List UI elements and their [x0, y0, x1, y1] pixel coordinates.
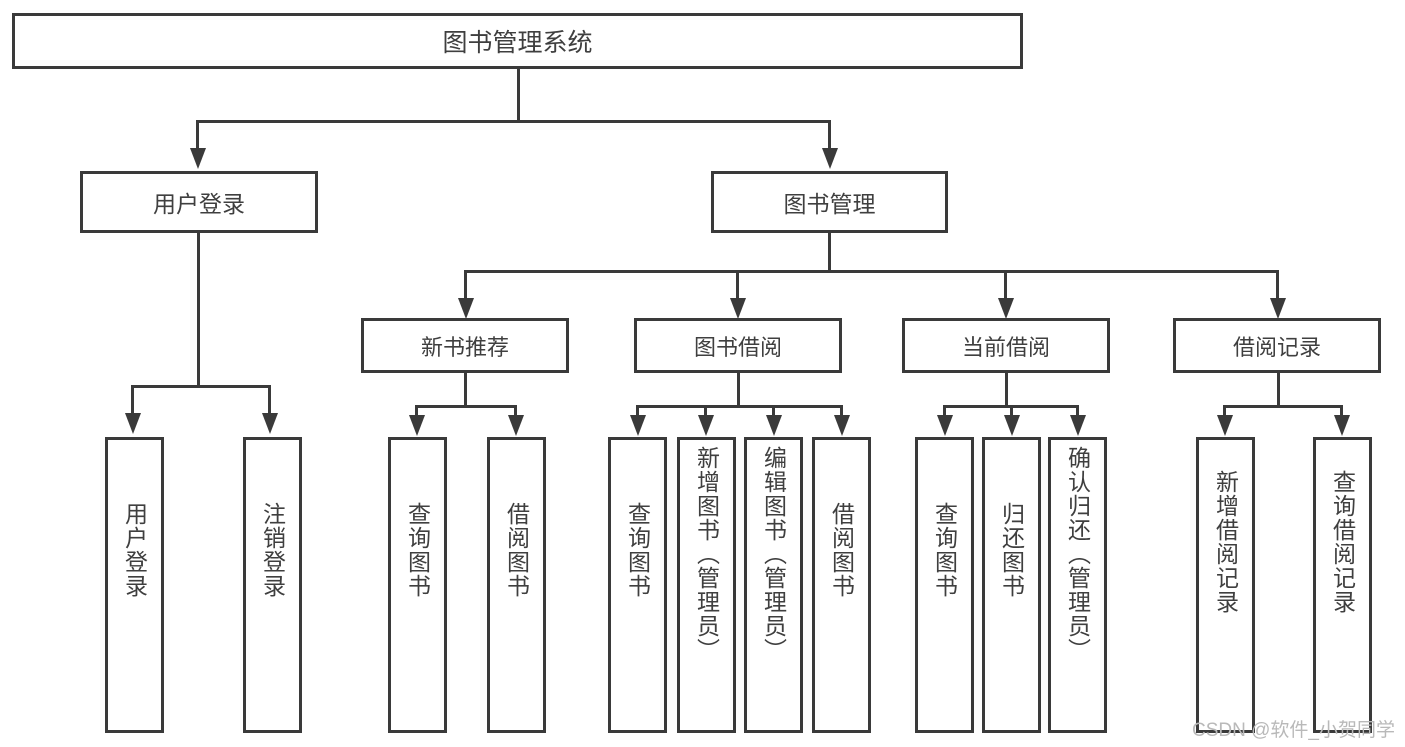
node-label: 图书管理系统 [442, 29, 593, 57]
leaf-label: 查询图书 [624, 502, 651, 598]
arrowhead-leaf-add-book [698, 415, 714, 436]
leaf-borrow-book[interactable]: 借阅图书 [812, 437, 871, 733]
leaf-label: 确认归还（管理员） [1064, 446, 1091, 662]
arrowhead-new-book-recommend [458, 298, 474, 319]
connector-borrow-record-drop-0 [1223, 405, 1226, 417]
node-book-borrow[interactable]: 图书借阅 [634, 318, 842, 373]
connector-current-borrow-drop-0 [943, 405, 946, 417]
node-new-book-recommend[interactable]: 新书推荐 [361, 318, 569, 373]
leaf-label: 借阅图书 [828, 502, 855, 598]
node-user-login[interactable]: 用户登录 [80, 171, 318, 233]
connector-user-login-stem [197, 233, 200, 385]
arrowhead-leaf-query-book-nb [409, 415, 425, 436]
connector-level3-drop-2 [1004, 270, 1007, 298]
arrowhead-leaf-borrow-book-nb [508, 415, 524, 436]
leaf-query-book-current[interactable]: 查询图书 [915, 437, 974, 733]
leaf-label: 新增图书（管理员） [693, 446, 720, 662]
leaf-logout[interactable]: 注销登录 [243, 437, 302, 733]
arrowhead-leaf-add-record [1217, 415, 1233, 436]
leaf-confirm-return-admin[interactable]: 确认归还（管理员） [1048, 437, 1107, 733]
connector-user-login-drop-1 [268, 385, 271, 413]
arrowhead-leaf-borrow-book-bb [834, 415, 850, 436]
connector-drop-book-management [828, 120, 831, 148]
arrowhead-leaf-query-record [1334, 415, 1350, 436]
leaf-edit-book-admin[interactable]: 编辑图书（管理员） [744, 437, 803, 733]
arrowhead-leaf-user-login [125, 413, 141, 434]
node-root-book-management-system[interactable]: 图书管理系统 [12, 13, 1023, 69]
leaf-label: 查询借阅记录 [1329, 470, 1356, 614]
arrowhead-book-borrow [730, 298, 746, 319]
connector-book-management-stem [828, 233, 831, 270]
connector-new-book-drop-1 [514, 405, 517, 417]
node-label: 图书借阅 [693, 334, 782, 360]
leaf-label: 用户登录 [121, 502, 148, 598]
connector-current-borrow-stem [1005, 373, 1008, 405]
leaf-label: 查询图书 [404, 502, 431, 598]
leaf-add-borrow-record[interactable]: 新增借阅记录 [1196, 437, 1255, 733]
connector-user-login-bus [131, 385, 268, 388]
arrowhead-user-login [190, 148, 206, 169]
connector-user-login-drop-0 [131, 385, 134, 413]
connector-current-borrow-drop-1 [1010, 405, 1013, 417]
connector-book-borrow-stem [737, 373, 740, 405]
node-label: 借阅记录 [1232, 334, 1321, 360]
connector-level2-bus [196, 120, 830, 123]
leaf-label: 编辑图书（管理员） [760, 446, 787, 662]
node-current-borrow[interactable]: 当前借阅 [902, 318, 1110, 373]
node-label: 用户登录 [153, 191, 245, 217]
leaf-return-book[interactable]: 归还图书 [982, 437, 1041, 733]
leaf-label: 归还图书 [998, 502, 1025, 598]
leaf-user-login[interactable]: 用户登录 [105, 437, 164, 733]
node-label: 当前借阅 [961, 334, 1050, 360]
arrowhead-current-borrow [998, 298, 1014, 319]
connector-level3-drop-0 [464, 270, 467, 298]
watermark-csdn: CSDN @软件_小贺同学 [1192, 720, 1395, 741]
connector-level3-bus [464, 270, 1279, 273]
arrowhead-leaf-edit-book [766, 415, 782, 436]
arrowhead-leaf-logout [262, 413, 278, 434]
arrowhead-book-management [822, 148, 838, 169]
connector-borrow-record-drop-1 [1340, 405, 1343, 417]
connector-current-borrow-drop-2 [1076, 405, 1079, 417]
leaf-query-borrow-record[interactable]: 查询借阅记录 [1313, 437, 1372, 733]
connector-drop-user-login [196, 120, 199, 148]
leaf-label: 新增借阅记录 [1212, 470, 1239, 614]
connector-book-borrow-bus [636, 405, 842, 408]
leaf-label: 查询图书 [931, 502, 958, 598]
connector-root-stem [517, 69, 520, 120]
leaf-label: 注销登录 [259, 502, 286, 598]
leaf-query-book-new-recommend[interactable]: 查询图书 [388, 437, 447, 733]
node-borrow-record[interactable]: 借阅记录 [1173, 318, 1381, 373]
connector-borrow-record-bus [1223, 405, 1342, 408]
connector-book-borrow-drop-1 [704, 405, 707, 417]
arrowhead-leaf-return-book [1004, 415, 1020, 436]
arrowhead-borrow-record [1270, 298, 1286, 319]
leaf-label: 借阅图书 [503, 502, 530, 598]
connector-borrow-record-stem [1277, 373, 1280, 405]
connector-level3-drop-1 [736, 270, 739, 298]
arrowhead-leaf-confirm-return [1070, 415, 1086, 436]
connector-book-borrow-drop-3 [840, 405, 843, 417]
connector-book-borrow-drop-0 [636, 405, 639, 417]
node-label: 新书推荐 [420, 334, 509, 360]
connector-book-borrow-drop-2 [772, 405, 775, 417]
arrowhead-leaf-query-book-cb [937, 415, 953, 436]
connector-new-book-drop-0 [415, 405, 418, 417]
connector-new-book-stem [464, 373, 467, 405]
node-label: 图书管理 [783, 191, 876, 217]
connector-level3-drop-3 [1276, 270, 1279, 298]
node-book-management[interactable]: 图书管理 [711, 171, 948, 233]
arrowhead-leaf-query-book-bb [630, 415, 646, 436]
leaf-query-book-borrow[interactable]: 查询图书 [608, 437, 667, 733]
connector-new-book-bus [415, 405, 516, 408]
leaf-borrow-book-new-recommend[interactable]: 借阅图书 [487, 437, 546, 733]
leaf-add-book-admin[interactable]: 新增图书（管理员） [677, 437, 736, 733]
